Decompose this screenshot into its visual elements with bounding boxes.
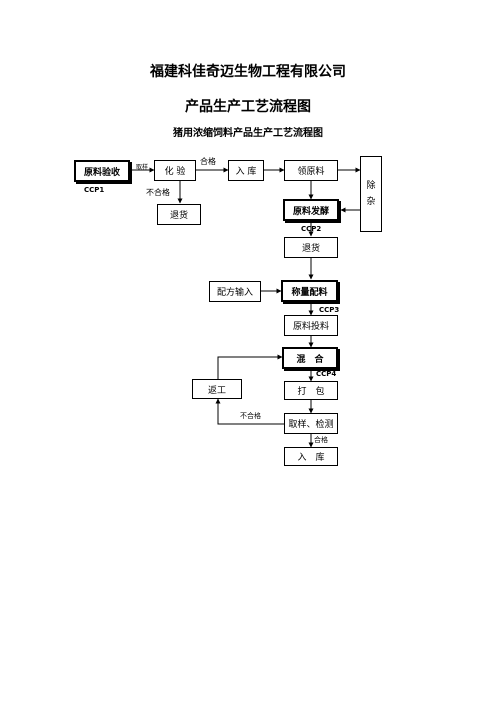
pass-label-top: 合格 [200,157,216,166]
inspection-box: 化 验 [154,160,196,181]
sampling-testing-box: 取样、检测 [284,413,338,434]
remove-impurity-box: 除 杂 [360,156,382,232]
fail-label-top: 不合格 [146,188,170,197]
raw-material-receipt-box: 原料验收 [74,160,130,182]
arrow-sampling-to-rework [215,398,284,425]
sampling-label: 取样 [136,164,149,171]
company-name: 福建科佳奇迈生物工程有限公司 [150,64,346,80]
collect-material-box: 领原料 [284,160,338,181]
final-warehouse-box: 入 库 [284,447,338,466]
document-title: 产品生产工艺流程图 [185,99,311,115]
flowchart-subtitle: 猪用浓缩饲料产品生产工艺流程图 [173,128,323,139]
warehouse-in-box: 入 库 [228,160,264,181]
raw-fermentation-box: 原料发酵 [283,199,339,221]
weighing-batching-box: 称量配料 [281,280,338,302]
packing-box: 打 包 [284,381,338,400]
ccp4-label: CCP4 [316,370,337,378]
rework-box: 返工 [192,379,242,399]
material-feeding-box: 原料投料 [284,315,338,336]
pass-label-bottom: 合格 [314,436,328,444]
fail-label-bottom: 不合格 [240,412,261,420]
arrow-rework-to-mixing [217,354,283,380]
mixing-box: 混 合 [282,347,338,369]
ccp3-label: CCP3 [319,306,340,314]
formula-input-box: 配方输入 [209,281,261,302]
remove-impurity-char-1: 除 [366,181,376,191]
remove-impurity-char-2: 杂 [366,197,376,207]
return-goods-box-1: 退货 [157,204,201,225]
ccp1-label: CCP1 [84,186,105,194]
return-goods-box-2: 退货 [284,237,338,258]
ccp2-label: CCP2 [301,225,322,233]
